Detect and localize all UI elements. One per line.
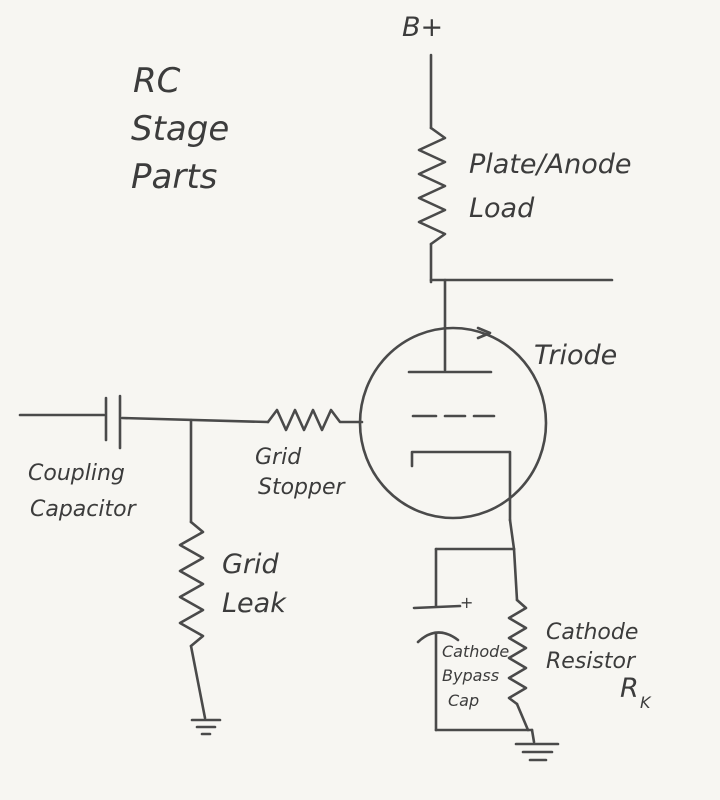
plate-load-label-line-1: Plate/Anode xyxy=(469,149,631,180)
triode-label: Triode xyxy=(534,340,617,371)
grid-leak-ground-symbol xyxy=(190,718,222,736)
cathode-resistor-label-line-1: Cathode xyxy=(546,620,638,645)
bypass-cap-label-line-3: Cap xyxy=(448,691,479,710)
bypass-cap-polarity-mark: + xyxy=(460,593,473,612)
grid-leak-label-line-1: Grid xyxy=(222,549,280,580)
title-line-2: Stage xyxy=(131,109,229,149)
grid-leak-lower-wire xyxy=(189,644,207,720)
title-line-1: RC xyxy=(133,61,181,101)
title-line-3: Parts xyxy=(131,157,217,197)
cathode-lead-wire xyxy=(508,518,516,551)
plate-load-label-line-2: Load xyxy=(469,193,535,224)
bypass-cap-label-line-1: Cathode xyxy=(442,642,509,661)
grid-leak-label-line-2: Leak xyxy=(222,588,287,619)
grid-node-wire xyxy=(120,416,270,424)
grid-stopper-resistor xyxy=(266,408,364,432)
plate-load-resistor xyxy=(417,126,447,246)
triode-envelope-mark xyxy=(476,326,492,340)
cathode-resistor-upper-wire xyxy=(512,547,519,602)
cathode-resistor-symbol: R xyxy=(620,673,639,704)
cathode-ground-wire xyxy=(530,728,536,744)
cathode-resistor-lower-wire xyxy=(515,702,530,732)
grid-leak-resistor xyxy=(178,520,205,648)
cathode-ground-symbol xyxy=(514,742,560,762)
cathode-resistor xyxy=(507,598,528,706)
diagram-title: RC Stage Parts xyxy=(131,61,229,197)
coupling-capacitor xyxy=(104,394,122,450)
supply-label: B+ xyxy=(402,12,443,43)
cathode-resistor-subscript: K xyxy=(640,693,652,712)
triode-cathode-electrode xyxy=(410,450,512,522)
cathode-bypass-capacitor xyxy=(412,604,462,644)
cathode-resistor-label-line-2: Resistor xyxy=(546,649,637,674)
grid-stopper-label-line-1: Grid xyxy=(255,445,302,470)
bypass-cap-label-line-2: Bypass xyxy=(442,666,499,685)
triode-envelope xyxy=(358,326,548,520)
grid-stopper-label-line-2: Stopper xyxy=(258,475,347,500)
coupling-capacitor-label-line-2: Capacitor xyxy=(30,497,138,522)
coupling-capacitor-label-line-1: Coupling xyxy=(28,461,125,486)
